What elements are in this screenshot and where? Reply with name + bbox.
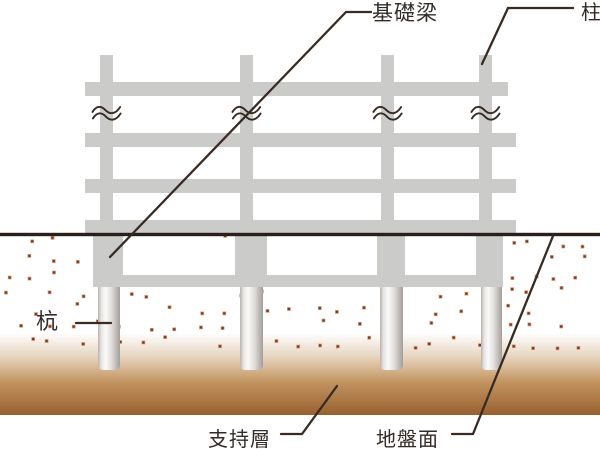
label-pile: 杭: [36, 310, 60, 335]
pile: [240, 280, 263, 370]
leader-foundation-beam: [108, 10, 373, 259]
break-mark-wave: [91, 105, 122, 115]
pile: [481, 280, 502, 370]
beam: [85, 82, 508, 96]
break-mark-wave: [470, 105, 501, 115]
piles: [98, 280, 502, 370]
label-column: 柱: [581, 0, 600, 24]
leader-ground-surface: [450, 234, 555, 436]
footing: [93, 236, 503, 287]
break-mark-wave: [231, 105, 262, 115]
break-mark-wave: [372, 105, 403, 115]
break-mark-wave: [372, 112, 403, 121]
label-bearing-stratum: 支持層: [208, 427, 271, 449]
leader-lines: [74, 6, 575, 436]
ground-line: [0, 232, 600, 237]
ground-surface-line: [0, 232, 600, 237]
foundation-beam: [93, 275, 503, 287]
leader-bearing-stratum: [279, 384, 339, 436]
label-ground-surface: 地盤面: [376, 427, 439, 449]
break-mark-wave: [470, 112, 501, 121]
beam: [85, 220, 516, 234]
label-foundation-beam: 基礎梁: [372, 1, 438, 25]
beam: [85, 133, 516, 147]
leader-column: [480, 6, 575, 66]
break-mark-wave: [91, 112, 122, 121]
pile: [380, 280, 403, 370]
pile: [98, 280, 120, 370]
beam: [85, 179, 516, 193]
beams: [85, 82, 516, 234]
break-marks: [91, 105, 501, 121]
